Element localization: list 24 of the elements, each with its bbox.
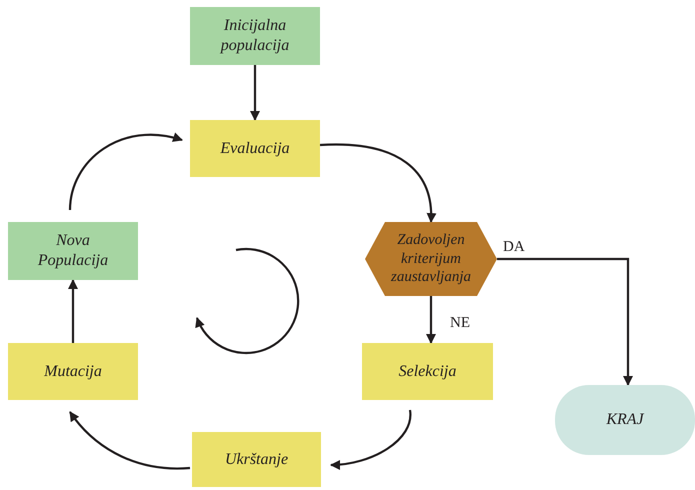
arrow [250,65,260,121]
arrow [426,296,436,344]
arrow [497,258,633,386]
node-label: Nova Populacija [36,231,110,271]
node-label: Selekcija [398,362,458,382]
process-box [192,432,321,487]
start-box [190,7,320,65]
arrow [68,279,78,343]
process-box [190,120,320,177]
node-label: Ukrštanje [224,450,290,470]
node-label: Evaluacija [219,138,291,158]
arrow [68,132,183,210]
arrow [69,411,190,470]
node-label: Mutacija [43,362,103,382]
arrow [320,143,436,223]
terminal-box [555,385,695,455]
node-label: Zadovoljen kriterijum zaustavljanja [390,230,472,288]
process-box [8,343,138,400]
decision-hexagon [365,222,497,296]
arrow [330,410,412,470]
process-box [362,343,493,400]
node-label: Inicijalna populacija [218,16,290,56]
start-box [8,222,138,280]
node-label: KRAJ [605,410,646,430]
